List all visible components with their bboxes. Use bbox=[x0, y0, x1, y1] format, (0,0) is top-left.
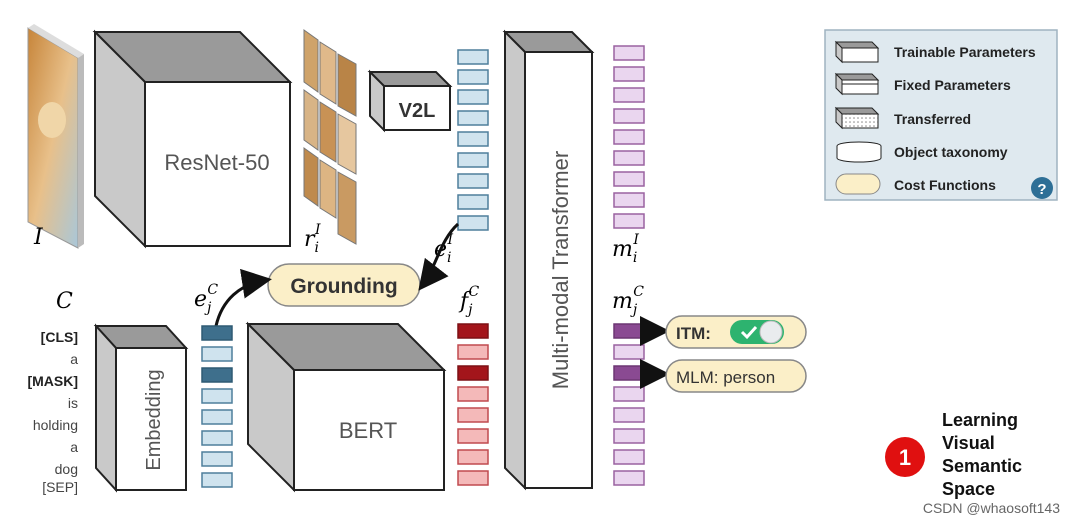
arrow-image-to-grounding bbox=[418, 222, 460, 291]
image-feature-tokens bbox=[457, 49, 489, 231]
v2l-label: V2L bbox=[399, 100, 436, 122]
region-symbol: riI bbox=[304, 222, 321, 256]
embedding-label: Embedding bbox=[143, 369, 165, 470]
bert-block bbox=[245, 321, 447, 493]
grounding-label: Grounding bbox=[290, 275, 397, 298]
legend-item-transferred: Transferred bbox=[894, 111, 971, 127]
resnet-block bbox=[92, 29, 293, 249]
token-0: [CLS] bbox=[41, 329, 78, 345]
bert-label: BERT bbox=[339, 418, 397, 443]
image-output-symbol: miI bbox=[612, 232, 639, 266]
text-feature-tokens bbox=[457, 323, 489, 486]
mlm-label: MLM: person bbox=[676, 368, 775, 387]
image-output-tokens bbox=[613, 45, 645, 229]
legend-item-fixed: Fixed Parameters bbox=[894, 77, 1011, 93]
token-4: holding bbox=[33, 417, 78, 433]
itm-label: ITM: bbox=[676, 324, 711, 343]
legend-item-cost: Cost Functions bbox=[894, 177, 996, 193]
step-badge bbox=[885, 437, 925, 477]
legend-trainable-icon bbox=[834, 40, 880, 64]
mlm-cost bbox=[665, 359, 807, 393]
legend-fixed-icon bbox=[834, 72, 880, 96]
check-icon bbox=[740, 325, 758, 340]
step-line-2: Semantic bbox=[942, 456, 1022, 476]
caption-symbol: C bbox=[56, 289, 73, 314]
token-1: a bbox=[70, 351, 78, 367]
itm-toggle bbox=[730, 320, 784, 344]
text-embedding-symbol: ejC bbox=[194, 282, 218, 316]
watermark: CSDN @whaosoft143 bbox=[923, 500, 1060, 516]
token-2: [MASK] bbox=[27, 373, 78, 389]
embedding-block bbox=[93, 323, 189, 493]
help-icon-glyph: ? bbox=[1037, 181, 1046, 198]
text-output-symbol: mjC bbox=[612, 284, 644, 318]
transformer-block bbox=[502, 29, 595, 491]
legend-transferred-icon bbox=[834, 106, 880, 130]
token-6: dog bbox=[55, 461, 78, 477]
legend-cost-icon bbox=[835, 173, 881, 195]
token-3: is bbox=[68, 395, 78, 411]
legend-box bbox=[824, 29, 1058, 201]
text-embedding-tokens bbox=[201, 325, 233, 488]
step-line-0: Learning bbox=[942, 410, 1018, 430]
step-line-3: Space bbox=[942, 479, 995, 499]
transformer-label: Multi-modal Transformer bbox=[548, 151, 573, 389]
v2l-block bbox=[367, 69, 453, 133]
step-line-1: Visual bbox=[942, 433, 995, 453]
text-output-tokens bbox=[613, 323, 645, 486]
resnet-label: ResNet-50 bbox=[164, 150, 269, 175]
arrow-text-to-grounding bbox=[214, 268, 272, 327]
token-7: [SEP] bbox=[42, 479, 78, 495]
image-symbol: I bbox=[33, 225, 44, 250]
text-feature-symbol: fjC bbox=[458, 284, 480, 318]
input-image bbox=[27, 24, 84, 249]
legend-taxonomy-icon bbox=[836, 141, 882, 163]
region-crops bbox=[303, 29, 357, 245]
token-5: a bbox=[70, 439, 78, 455]
legend-item-trainable: Trainable Parameters bbox=[894, 44, 1036, 60]
step-number: 1 bbox=[899, 445, 911, 470]
legend-item-taxonomy: Object taxonomy bbox=[894, 144, 1008, 160]
help-icon bbox=[1031, 177, 1053, 199]
